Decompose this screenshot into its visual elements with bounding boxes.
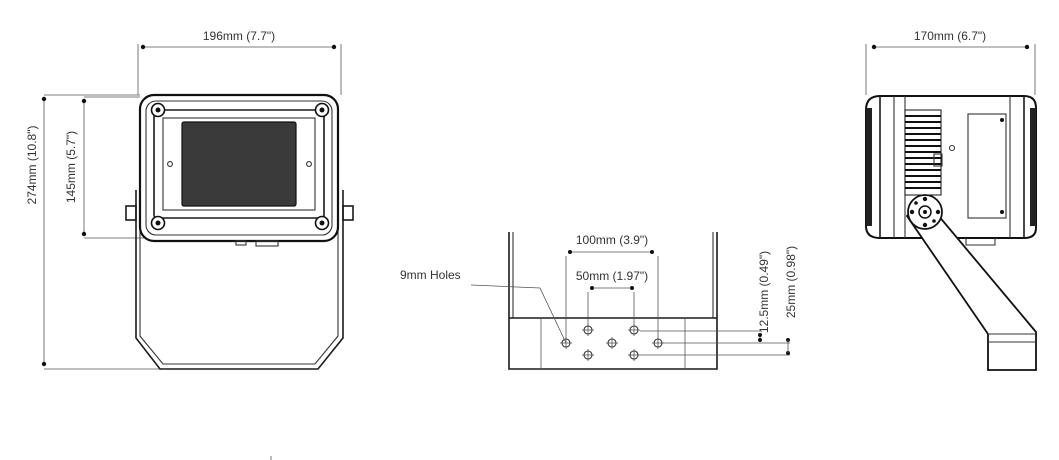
side-bracket-arm: [905, 194, 1037, 371]
bracket-outline: [508, 232, 718, 370]
hole: [582, 349, 594, 361]
front-view: 196mm (7.7") 274mm (10.8") 145mm (5.7"): [25, 29, 354, 370]
led-lens: [181, 121, 297, 207]
offset-small-label: 12.5mm (0.49"): [757, 251, 771, 333]
side-housing: [865, 95, 1037, 246]
hole: [628, 349, 640, 361]
corner-screws: [150, 102, 330, 231]
front-fixture-body: [138, 93, 340, 247]
depth-label: 170mm (6.7"): [914, 29, 986, 43]
overall-height-label: 274mm (10.8"): [25, 126, 39, 205]
overall-height-dimension: 274mm (10.8"): [25, 94, 165, 370]
holes-callout: 9mm Holes: [400, 268, 567, 344]
spacing-outer-dimension: 100mm (3.9"): [565, 233, 659, 340]
holes-label: 9mm Holes: [400, 268, 461, 282]
spacing-inner-label: 50mm (1.97"): [576, 269, 648, 283]
width-dimension-label: 196mm (7.7"): [203, 29, 275, 43]
heatsink-fins: [904, 109, 942, 196]
body-height-dimension: 145mm (5.7"): [64, 96, 145, 239]
hole: [606, 337, 618, 349]
offset-large-label: 25mm (0.98"): [784, 246, 798, 318]
spacing-outer-label: 100mm (3.9"): [576, 233, 648, 247]
width-dimension: 196mm (7.7"): [137, 29, 342, 95]
mounting-holes: [560, 324, 664, 361]
spacing-inner-dimension: 50mm (1.97"): [576, 269, 648, 327]
side-view: 170mm (6.7"): [865, 29, 1037, 371]
body-height-label: 145mm (5.7"): [64, 131, 78, 203]
bracket-view: 9mm Holes 100mm (3.9") 50mm (1.97"): [400, 232, 798, 370]
depth-dimension: 170mm (6.7"): [865, 29, 1036, 95]
front-yoke-bracket: [125, 190, 354, 370]
offset-dimensions: 12.5mm (0.49") 25mm (0.98"): [640, 246, 798, 356]
